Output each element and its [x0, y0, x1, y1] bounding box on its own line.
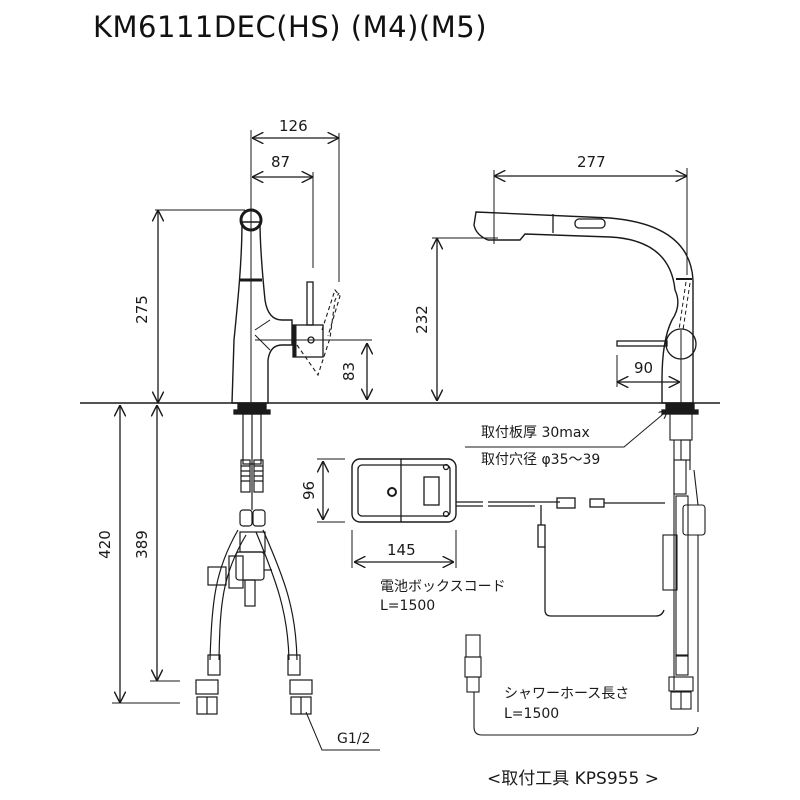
dim-83: 83: [340, 361, 359, 382]
battery-cord-label: 電池ボックスコード: [380, 579, 506, 595]
dim-275: 275: [132, 295, 151, 324]
battery-box-dimensions: [317, 458, 457, 568]
shower-hose-length: L=1500: [504, 706, 560, 722]
right-under-counter-piping: [662, 413, 706, 712]
plate-thickness-note: 取付板厚 30max: [481, 425, 590, 441]
mounting-tool-note: <取付工具 KPS955 >: [487, 769, 659, 789]
battery-box: [351, 458, 665, 617]
dim-87: 87: [271, 153, 291, 171]
under-counter-piping: [195, 413, 313, 715]
dim-277: 277: [577, 153, 606, 171]
dim-389: 389: [132, 530, 151, 559]
dim-420: 420: [95, 530, 114, 559]
shower-hose: [464, 634, 699, 736]
connection-label: G1/2: [337, 731, 371, 747]
dim-96: 96: [300, 480, 319, 501]
dim-126: 126: [279, 117, 308, 135]
front-view-dimensions: [432, 168, 688, 401]
dim-90: 90: [634, 359, 654, 377]
front-view-faucet: [473, 211, 699, 415]
mounting-leader: [465, 410, 668, 448]
dim-232: 232: [412, 305, 431, 334]
dim-145: 145: [387, 541, 416, 559]
side-view-faucet: [231, 130, 372, 415]
side-view-dimensions: [155, 133, 367, 403]
shower-hose-label: シャワーホース長さ: [504, 686, 630, 702]
battery-cord-length: L=1500: [380, 598, 436, 614]
product-title: KM6111DEC(HS) (M4)(M5): [93, 10, 488, 44]
under-counter-dimensions: [112, 405, 380, 751]
hole-diameter-note: 取付穴径 φ35～39: [481, 452, 601, 468]
